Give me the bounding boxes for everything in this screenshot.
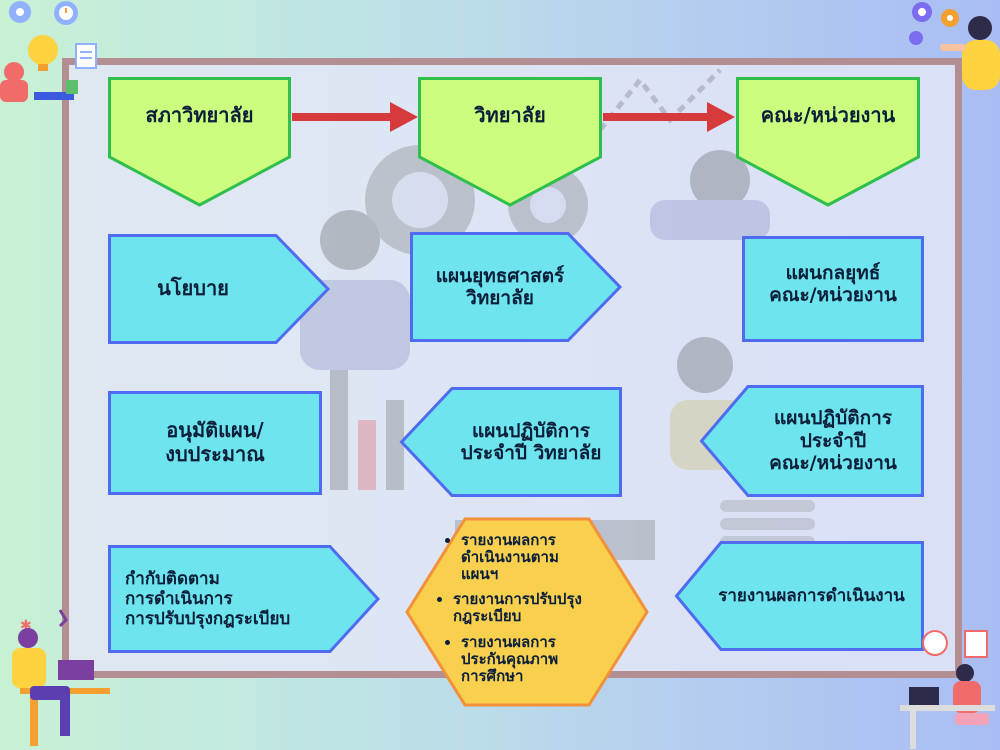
lightbulb-icon [28, 35, 58, 65]
college-strategic-plan-node: แผนยุทธศาสตร์ วิทยาลัย [410, 232, 623, 342]
council-node: สภาวิทยาลัย [108, 77, 291, 207]
bottom-right-illustration [900, 630, 995, 749]
college-node: วิทยาลัย [418, 77, 602, 207]
reports-list: รายงานผลการ ดำเนินงานตาม แผนฯ รายงานการป… [443, 532, 636, 693]
approve-budget-label: อนุมัติแผน/ งบประมาณ [165, 418, 265, 466]
faculty-strategic-plan-node: แผนกลยุทธ์ คณะ/หน่วยงาน [742, 236, 924, 342]
svg-text:✱: ✱ [20, 618, 32, 634]
document-icon [964, 630, 988, 658]
monitor-node: กำกับติดตาม การดำเนินการ การปรับปรุงกฎระ… [108, 545, 381, 653]
person-laptop-icon [18, 628, 38, 648]
presenter-icon [968, 16, 992, 40]
monitor-label: กำกับติดตาม การดำเนินการ การปรับปรุงกฎระ… [125, 568, 291, 630]
report-item-plan: รายงานผลการ ดำเนินงานตาม แผนฯ [461, 532, 636, 583]
faculty-strategic-plan-label: แผนกลยุทธ์ คณะ/หน่วยงาน [769, 261, 897, 306]
report-item-regulation: รายงานการปรับปรุง กฎระเบียบ [453, 591, 636, 625]
college-action-plan-label: แผนปฏิบัติการ ประจำปี วิทยาลัย [460, 419, 602, 464]
document-icon [75, 43, 97, 69]
clock-icon [922, 630, 948, 656]
college-label: วิทยาลัย [474, 103, 546, 128]
report-item-quality: รายงานผลการ ประกันคุณภาพ การศึกษา [461, 634, 636, 685]
policy-label: นโยบาย [157, 276, 229, 301]
college-action-plan-node: แผนปฏิบัติการ ประจำปี วิทยาลัย [399, 387, 622, 497]
faculty-action-plan-node: แผนปฏิบัติการ ประจำปี คณะ/หน่วยงาน [699, 385, 924, 497]
policy-node: นโยบาย [108, 234, 331, 344]
arrow-college-to-faculty [603, 102, 735, 132]
faculty-label: คณะ/หน่วยงาน [760, 103, 896, 128]
council-label: สภาวิทยาลัย [145, 103, 254, 128]
faculty-node: คณะ/หน่วยงาน [736, 77, 920, 207]
approve-budget-node: อนุมัติแผน/ งบประมาณ [108, 391, 322, 495]
person-laptop-icon [956, 664, 974, 682]
operation-report-label: รายงานผลการดำเนินงาน [718, 585, 905, 606]
person-laptop-icon [4, 62, 24, 82]
top-right-illustration [909, 2, 1000, 90]
bottom-left-illustration: ✱ [12, 609, 110, 746]
operation-report-node: รายงานผลการดำเนินงาน [674, 541, 924, 651]
top-left-illustration [0, 1, 97, 102]
arrow-council-to-college [292, 102, 418, 132]
faculty-action-plan-label: แผนปฏิบัติการ ประจำปี คณะ/หน่วยงาน [769, 407, 897, 475]
reports-hexagon [405, 517, 649, 707]
college-strategic-plan-label: แผนยุทธศาสตร์ วิทยาลัย [435, 264, 565, 309]
